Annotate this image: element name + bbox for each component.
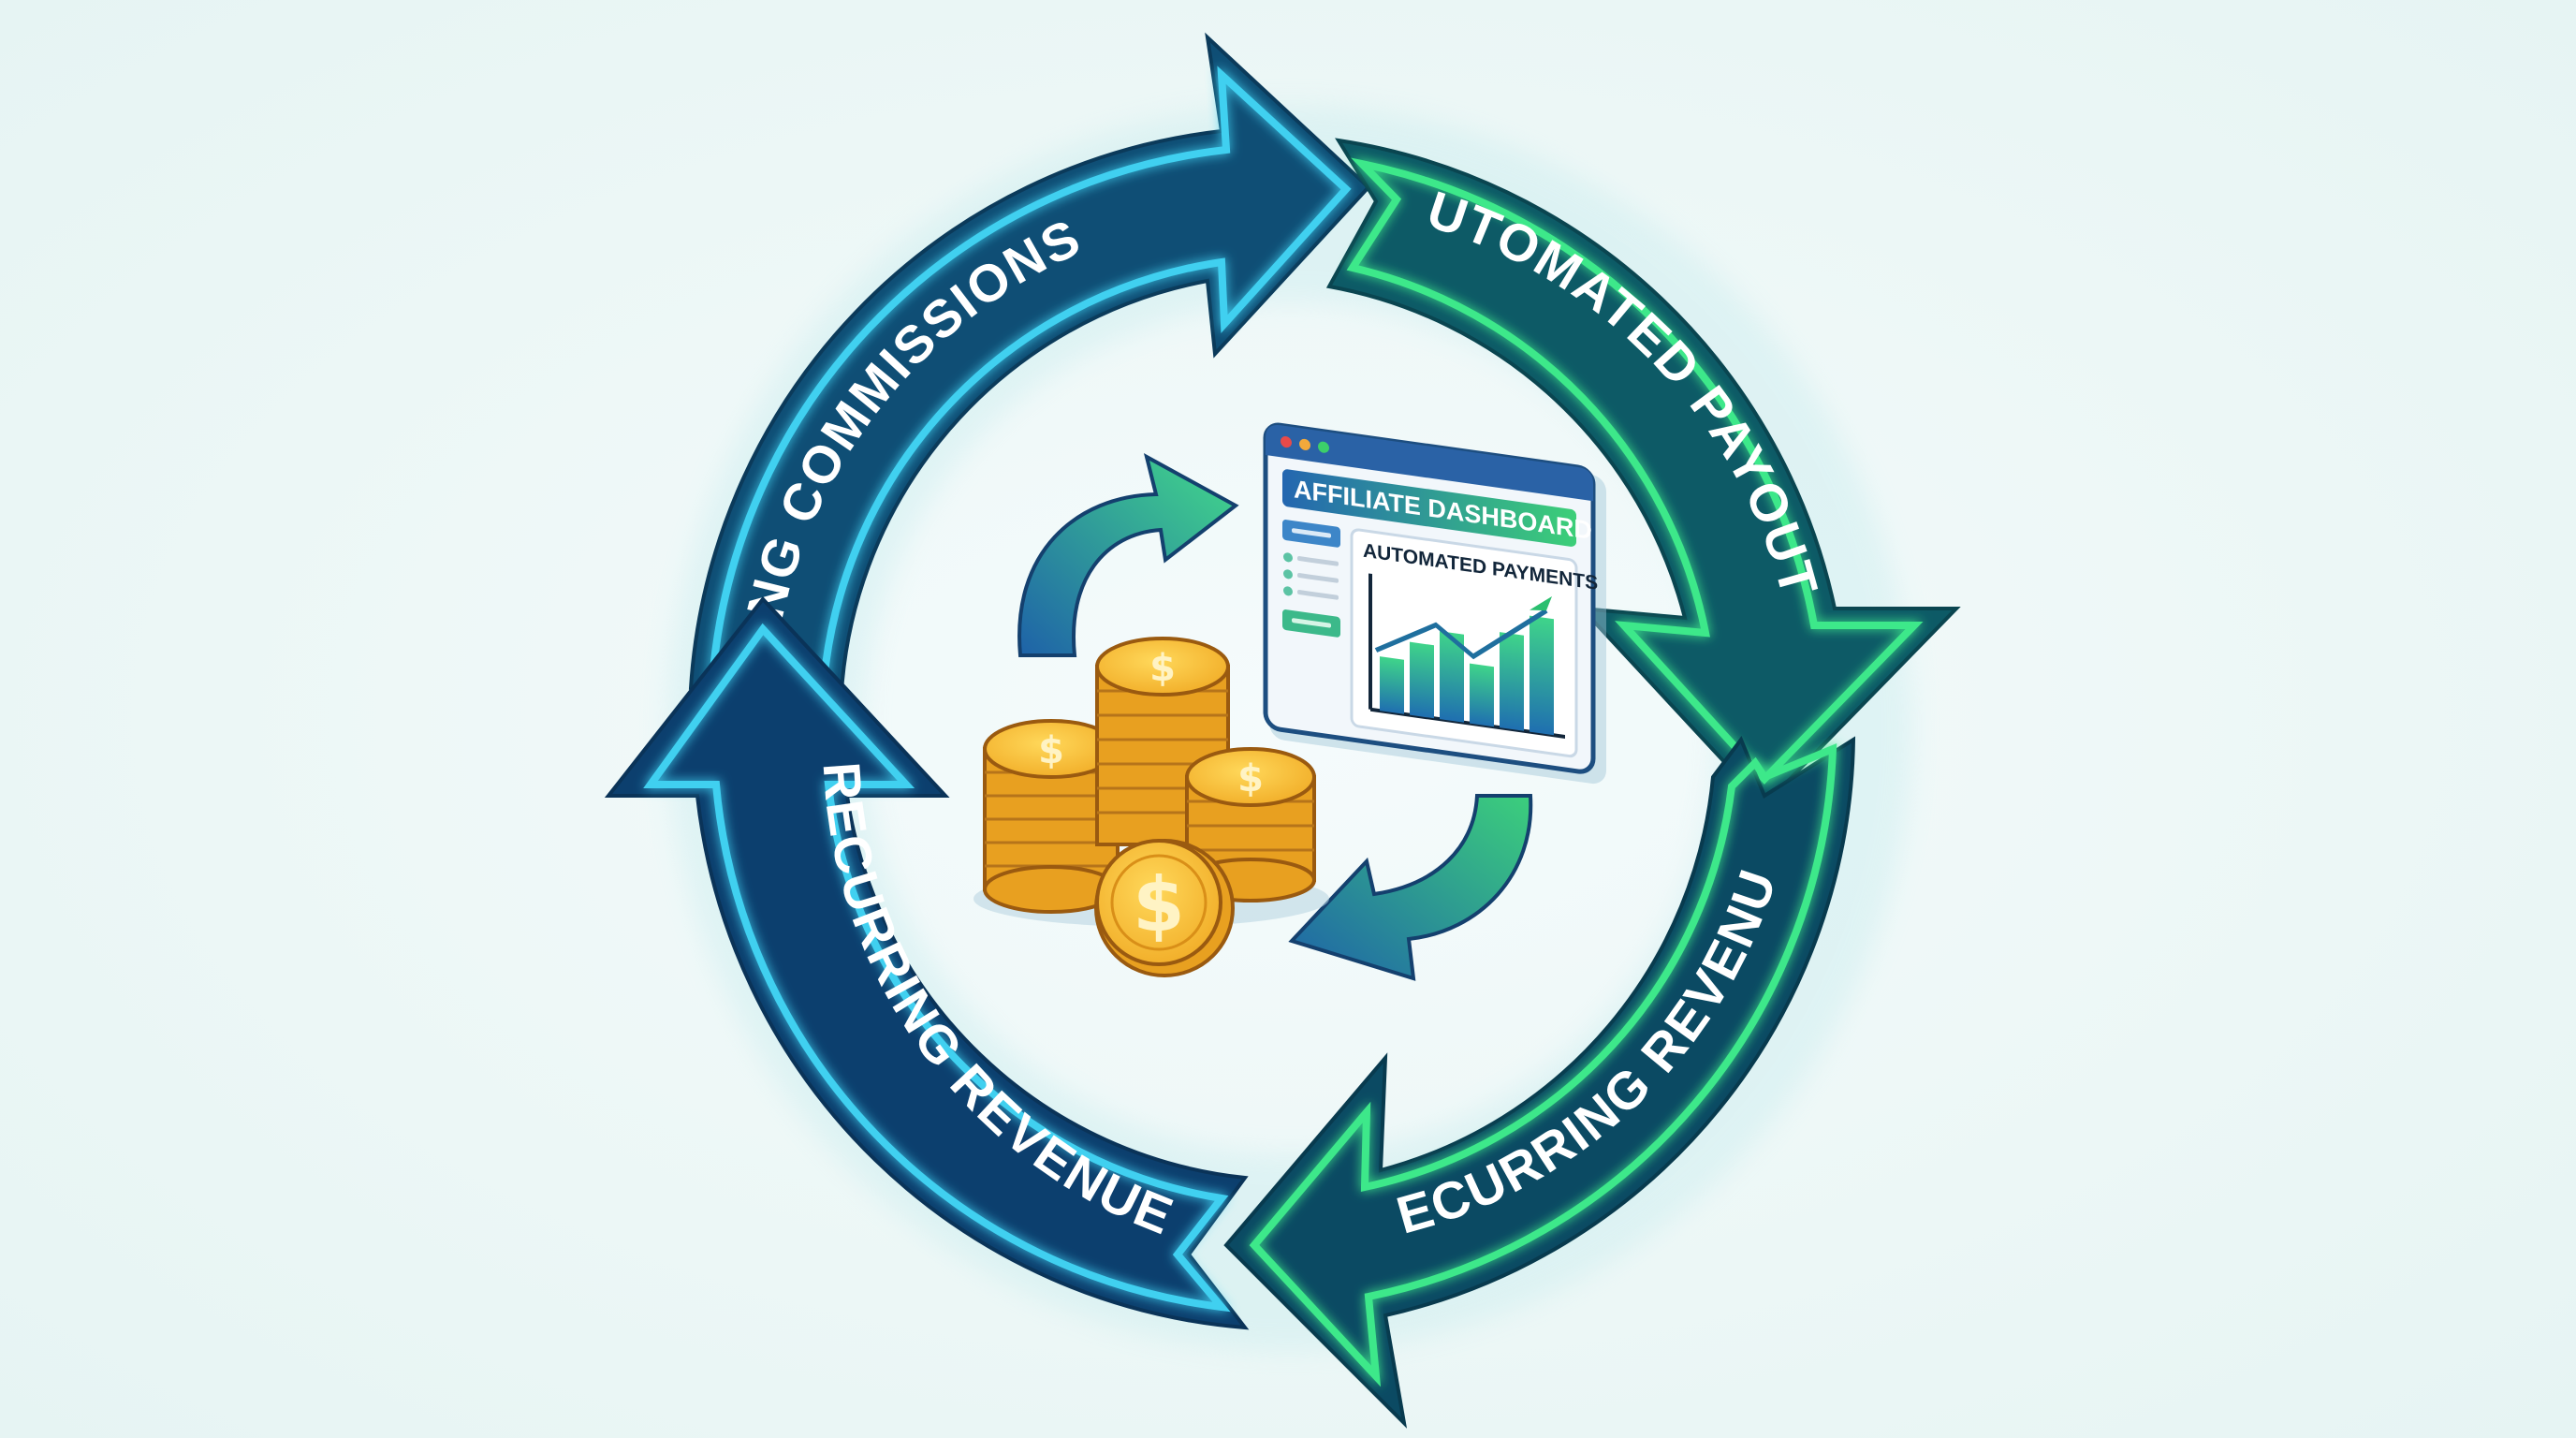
window-dot-red-icon [1281,436,1292,448]
dollar-sign-icon: $ [1133,861,1185,948]
arrow-glow-outline [1346,157,1924,785]
arrow-glow-outline [1249,742,1837,1387]
arrow-glow-outline [707,66,1352,721]
arrow-body [604,595,1250,1330]
affiliate-dashboard-window: AFFILIATE DASHBOARD AUTOMATED PAYMENTS [1263,422,1606,785]
chart-bars [1380,615,1554,736]
trend-arrow-icon [1530,596,1552,611]
dollar-sign-icon: $ [1237,757,1264,800]
inner-arrow-down-icon [1288,794,1533,981]
window-dot-yellow-icon [1299,438,1310,450]
dollar-sign-icon: $ [1149,647,1176,690]
dollar-sign-icon: $ [1038,729,1064,772]
dashboard-header-bar [1282,469,1576,547]
center-illustration: AFFILIATE DASHBOARD AUTOMATED PAYMENTS [973,422,1606,981]
coin-front: $ [1094,839,1235,977]
inner-arrow-up-icon [1017,453,1239,657]
window-dot-green-icon [1318,441,1329,453]
arrow-glow-outline [643,623,1231,1313]
trend-line [1374,608,1548,660]
